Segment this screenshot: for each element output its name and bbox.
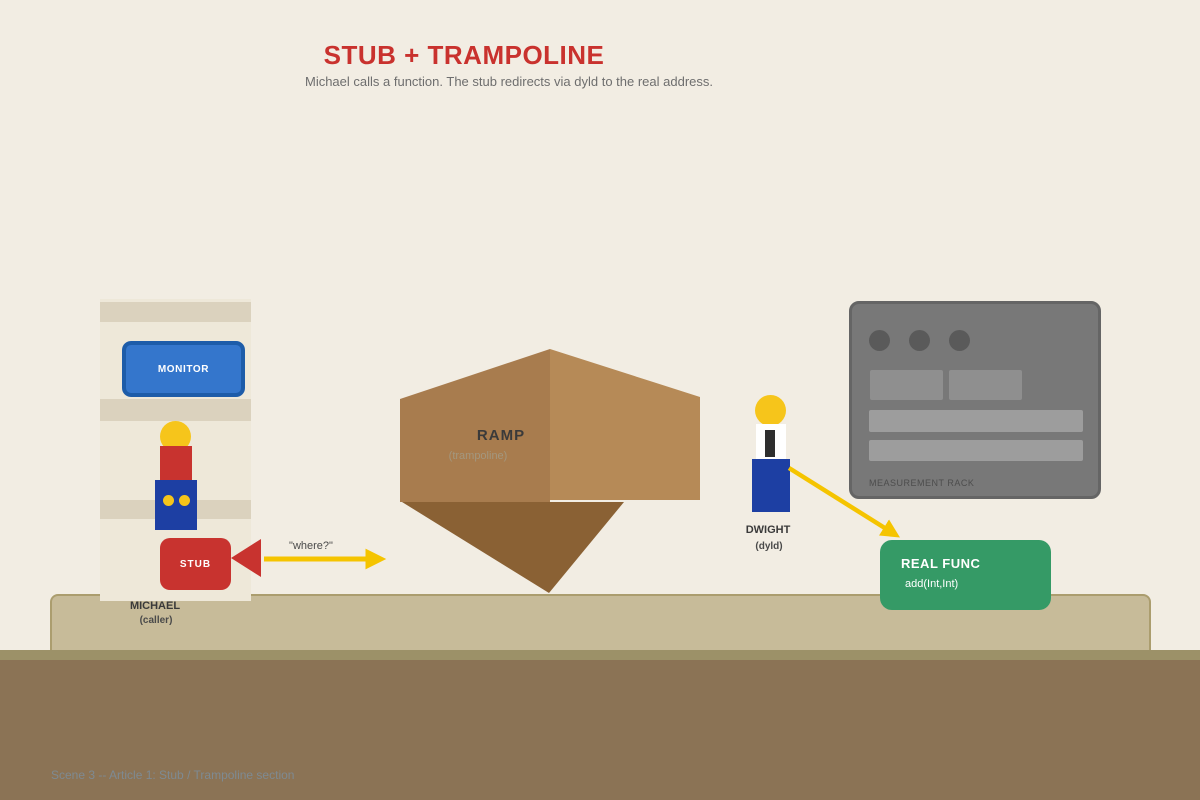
ground-edge-band [0,650,1200,660]
ground [0,660,1200,800]
dwight-tie-icon [765,430,775,457]
page-title: STUB + TRAMPOLINE [323,40,605,70]
rack-knob-icon [869,330,890,351]
ramp-underside [402,502,624,593]
michael-button-dot-icon [179,495,190,506]
rack-bar [869,440,1083,461]
michael-button-dot-icon [163,495,174,506]
rack-bar [869,410,1083,432]
shelf-band [100,399,251,421]
ramp-sublabel: (trampoline) [448,450,508,462]
page-subtitle: Michael calls a function. The stub redir… [304,74,714,89]
michael-role-label: (caller) [139,615,173,626]
scene-caption: Scene 3 -- Article 1: Stub / Trampoline … [51,768,295,782]
michael-name-label: MICHAEL [129,600,181,612]
ramp-shape [400,349,700,593]
dwight-body-icon [752,459,790,512]
rack-label: MEASUREMENT RACK [869,478,975,488]
rack-knob-icon [949,330,970,351]
rack-knob-icon [909,330,930,351]
monitor-label: MONITOR [157,363,210,375]
real-func-box: REAL FUNC add(Int,Int) [880,540,1051,610]
rack-module [870,370,943,400]
real-func-title: REAL FUNC [901,556,981,571]
monitor-box: MONITOR [122,341,245,397]
michael-shelf-column: MONITOR STUB [100,299,251,601]
stub-label: STUB [179,558,212,570]
michael-body-icon [160,446,192,480]
michael-torso-icon [155,480,197,530]
stub-box: STUB [160,538,231,590]
shelf-band [100,302,251,322]
ramp-left-face [400,349,550,502]
real-func-signature: add(Int,Int) [905,578,959,590]
measurement-rack-panel: MEASUREMENT RACK [849,301,1101,499]
query-arrow-label: "where?" [289,540,333,552]
dwight-head-icon [755,395,786,426]
dwight-name-label: DWIGHT [745,524,791,536]
ramp-right-face [550,349,700,500]
dwight-role-label: (dyld) [755,541,783,552]
ramp-label: RAMP [476,427,526,444]
rack-module [949,370,1022,400]
